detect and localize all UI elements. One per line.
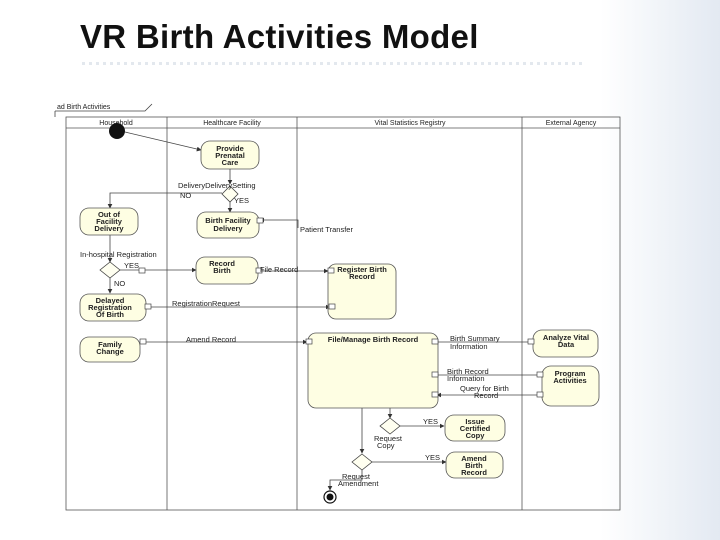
activity-record-birth-line1: Record (209, 259, 235, 268)
label-no-1: NO (180, 191, 191, 200)
activity-amend-line3: Record (461, 468, 487, 477)
activity-program-activities-line1: Program (555, 369, 586, 378)
label-amend-record: Amend Record (186, 335, 236, 344)
activity-issue-copy-line2: Certified (460, 424, 491, 433)
label-yes-amend: YES (425, 453, 440, 462)
activity-issue-certified-copy (444, 414, 506, 442)
activity-out-of-facility (79, 207, 139, 236)
activity-program-activities-line2: Activities (553, 376, 586, 385)
lane-header-external: External Agency (546, 120, 597, 127)
decision-request-copy (379, 417, 401, 435)
frame-label: ad Birth Activities (57, 104, 111, 111)
label-birth-record-info-line2: Information (447, 374, 485, 383)
label-request-amendment-line2: Amendment (338, 479, 379, 488)
activity-out-of-facility-line3: Delivery (94, 224, 124, 233)
activity-family-change-line2: Change (96, 347, 124, 356)
activity-family-change-line1: Family (98, 340, 123, 349)
label-query-birth-line1: Query for Birth (460, 384, 509, 393)
label-yes-2: YES (124, 261, 139, 270)
lane-header-registry: Vital Statistics Registry (374, 120, 446, 127)
activity-family-change (79, 336, 141, 363)
activity-out-of-facility-line2: Facility (96, 217, 123, 226)
label-file-record: File Record (260, 265, 298, 274)
activity-record-birth-line2: Birth (213, 266, 231, 275)
decision-in-hospital-registration (99, 261, 121, 279)
slide-title: VR Birth Activities Model (80, 18, 479, 55)
activity-out-of-facility-line1: Out of (98, 210, 121, 219)
activity-birth-facility-delivery (196, 211, 260, 239)
activity-register-birth-line2: Record (349, 272, 375, 281)
final-node-core (326, 493, 334, 501)
activity-delayed-registration-line3: Of Birth (96, 310, 124, 319)
decision-delivery-setting (221, 185, 239, 203)
slide-decor-dots (82, 62, 582, 65)
activity-amend-line1: Amend (461, 454, 487, 463)
activity-birth-facility-line1: Birth Facility (205, 216, 251, 225)
label-birth-summary-line1: Birth Summary (450, 334, 500, 343)
diagram-frame: ad Birth Activities (54, 103, 621, 511)
activity-analyze-vital-line2: Data (558, 340, 575, 349)
activity-register-birth-line1: Register Birth (337, 265, 387, 274)
activity-issue-copy-line3: Copy (466, 431, 486, 440)
label-patient-transfer: Patient Transfer (300, 225, 353, 234)
label-query-birth-line2: Record (474, 391, 498, 400)
label-yes-1: YES (234, 196, 249, 205)
label-request-copy-line1: Request (374, 434, 403, 443)
label-yes-copy: YES (423, 417, 438, 426)
label-in-hospital-registration: In-hospital Registration (80, 250, 157, 259)
activity-issue-copy-line1: Issue (465, 417, 484, 426)
lane-header-healthcare: Healthcare Facility (203, 120, 261, 127)
activity-analyze-vital-line1: Analyze Vital (543, 333, 589, 342)
decision-request-amendment (351, 453, 373, 471)
label-birth-record-info-line1: Birth Record (447, 367, 489, 376)
activity-prenatal-care (200, 140, 260, 170)
activity-amend-line2: Birth (465, 461, 483, 470)
label-registration-request: RegistrationRequest (172, 299, 241, 308)
activity-delayed-registration-line2: Registration (88, 303, 132, 312)
activity-file-manage-birth-record (307, 332, 439, 409)
connectors (107, 131, 543, 491)
label-birth-summary-line2: Information (450, 342, 488, 351)
label-delivery-setting: DeliveryDeliverySetting (178, 181, 256, 190)
activity-prenatal-care-line3: Care (222, 158, 239, 167)
activity-delayed-registration-line1: Delayed (96, 296, 125, 305)
activity-prenatal-care-line2: Prenatal (215, 151, 245, 160)
activity-amend-birth-record (445, 451, 504, 479)
activity-prenatal-care-line1: Provide (216, 144, 244, 153)
activity-register-birth-record (327, 263, 397, 320)
label-no-2: NO (114, 279, 125, 288)
initial-node (109, 123, 125, 139)
activity-file-manage-label: File/Manage Birth Record (328, 335, 419, 344)
object-pins (138, 217, 544, 398)
activity-birth-facility-line2: Delivery (213, 224, 243, 233)
activity-program-activities (541, 365, 600, 407)
label-request-amendment-line1: Request (342, 472, 371, 481)
label-request-copy-line2: Copy (377, 441, 395, 450)
